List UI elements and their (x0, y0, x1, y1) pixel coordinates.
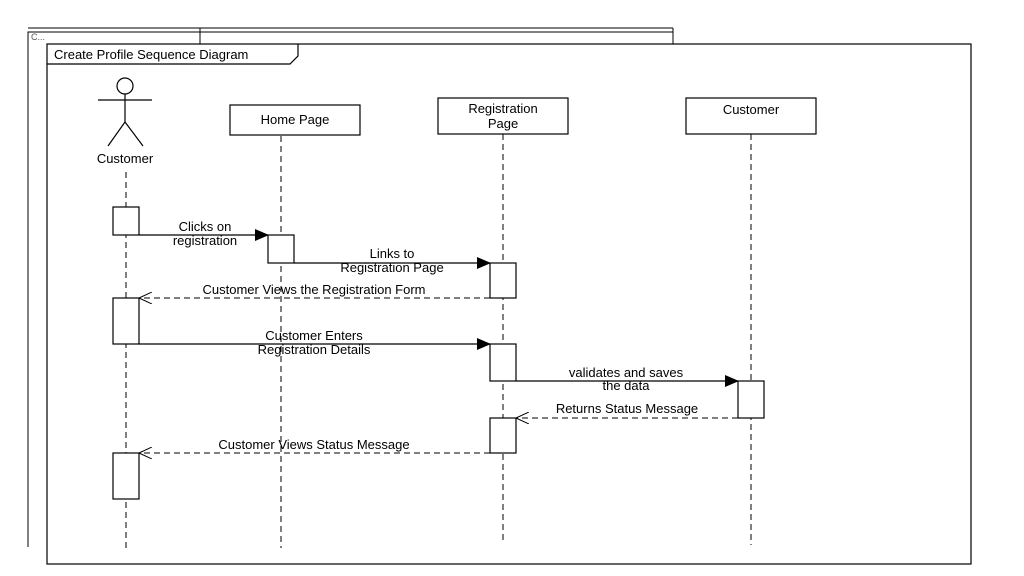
message-6[interactable]: Returns Status Message (516, 401, 738, 418)
actor-customer-label: Customer (97, 151, 154, 166)
lifeline-registration-page[interactable]: Registration Page (437, 97, 569, 135)
lifeline-registration-page-label-line-1: Registration (468, 101, 537, 116)
message-7[interactable]: Customer Views Status Message (139, 437, 490, 453)
message-5-label-line-1: validates and saves (569, 365, 684, 380)
message-2-label-line-1: Links to (370, 246, 415, 261)
message-1-label-line-1: Clicks on (179, 219, 232, 234)
activation-bar (489, 417, 517, 454)
lifeline-registration-page-label-line-2: Page (488, 116, 518, 131)
lifeline-home-page[interactable]: Home Page (229, 104, 361, 136)
message-4[interactable]: Customer Enters Registration Details (139, 328, 491, 357)
message-4-label-line-2: Registration Details (258, 342, 371, 357)
activation-bar (112, 452, 140, 500)
frame-title: Create Profile Sequence Diagram (54, 47, 248, 62)
lifeline-customer-system[interactable]: Customer (685, 97, 817, 135)
message-2-label-line-2: Registration Page (340, 260, 443, 275)
activation-bar (112, 206, 140, 236)
lifeline-customer-system-label: Customer (723, 102, 780, 117)
message-6-label: Returns Status Message (556, 401, 698, 416)
message-1[interactable]: Clicks on registration (139, 219, 269, 248)
activation-bar (489, 262, 517, 299)
message-3[interactable]: Customer Views the Registration Form (139, 282, 490, 298)
message-1-label-line-2: registration (173, 233, 237, 248)
actor-customer[interactable]: Customer (97, 77, 154, 166)
activation-bar (267, 234, 295, 264)
message-2[interactable]: Links to Registration Page (294, 246, 491, 275)
message-4-label-line-1: Customer Enters (265, 328, 363, 343)
lifeline-home-page-label: Home Page (261, 112, 330, 127)
activation-bar (489, 343, 517, 382)
activation-bars (112, 206, 765, 500)
message-5-label-line-2: the data (603, 378, 651, 393)
background-frame: C... (27, 27, 674, 547)
background-frame-title: C... (31, 32, 45, 42)
activation-bar (737, 380, 765, 419)
activation-bar (112, 297, 140, 345)
message-3-label: Customer Views the Registration Form (202, 282, 425, 297)
message-7-label: Customer Views Status Message (218, 437, 409, 452)
actor-stick-figure-icon (98, 77, 152, 147)
message-5[interactable]: validates and saves the data (516, 365, 739, 393)
